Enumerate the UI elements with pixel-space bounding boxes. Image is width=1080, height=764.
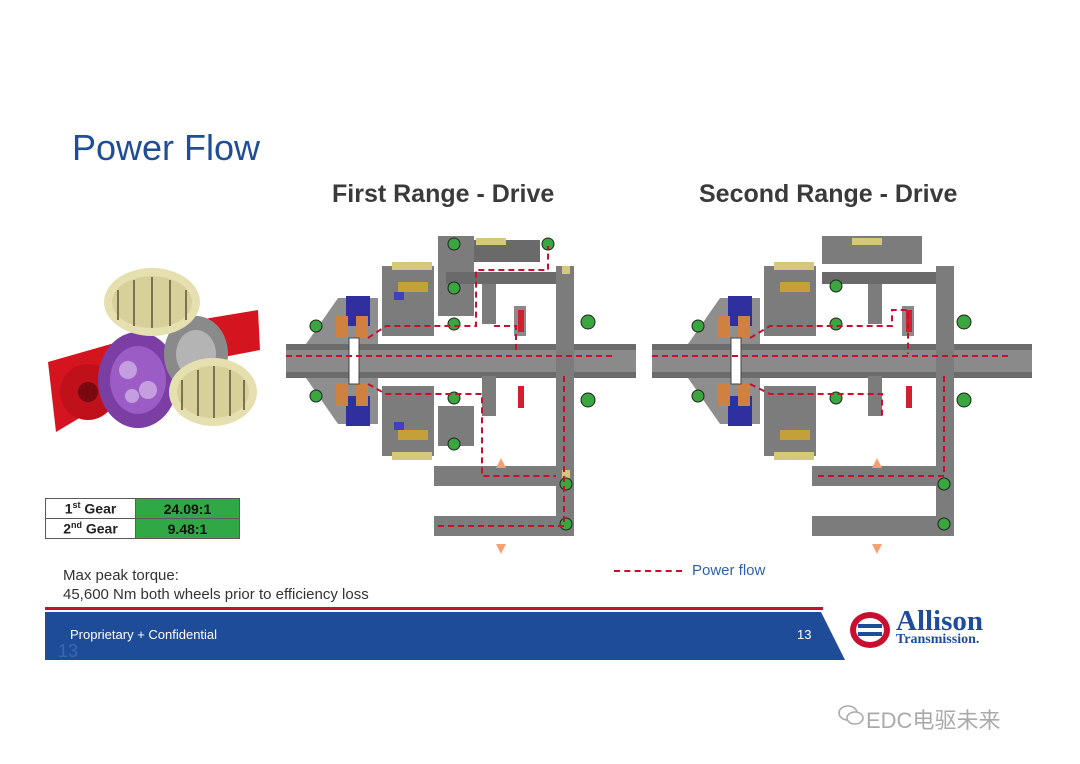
first-range-diagram: [286, 236, 636, 554]
gear-ratio-value: 9.48:1: [135, 518, 240, 539]
torque-note: Max peak torque: 45,600 Nm both wheels p…: [63, 566, 369, 604]
wechat-icon: [838, 705, 864, 725]
power-flow-legend-line: [614, 570, 682, 572]
slide-title: Power Flow: [72, 127, 261, 168]
gear-ratio-value: 24.09:1: [135, 498, 240, 519]
torque-note-line1: Max peak torque:: [63, 567, 179, 584]
footer-red-stripe: [45, 607, 823, 610]
page-number: 13: [797, 627, 812, 642]
second-range-title: Second Range - Drive: [699, 180, 958, 208]
ghost-page-number: 13: [58, 641, 79, 661]
second-range-diagram: [652, 236, 1032, 554]
logo-wordmark-allison: Allison: [896, 605, 984, 637]
table-row: 1st Gear 24.09:1: [45, 498, 240, 519]
logo-wordmark-transmission: Transmission.: [896, 632, 980, 647]
gear-ratio-table: 1st Gear 24.09:1 2nd Gear 9.48:1: [45, 498, 240, 539]
first-range-title: First Range - Drive: [332, 180, 555, 208]
torque-note-line2: 45,600 Nm both wheels prior to efficienc…: [63, 586, 369, 603]
footer-confidential-text: Proprietary + Confidential: [70, 627, 218, 642]
footer-bar: [45, 612, 845, 660]
allison-logo-icon: [850, 612, 890, 648]
watermark-text: EDC电驱未来: [866, 708, 1001, 733]
gear-label: 2nd Gear: [45, 518, 136, 539]
table-row: 2nd Gear 9.48:1: [45, 518, 240, 539]
gear-label: 1st Gear: [45, 498, 136, 519]
gearbox-3d-illustration: [48, 268, 260, 432]
power-flow-legend-label: Power flow: [692, 562, 766, 579]
